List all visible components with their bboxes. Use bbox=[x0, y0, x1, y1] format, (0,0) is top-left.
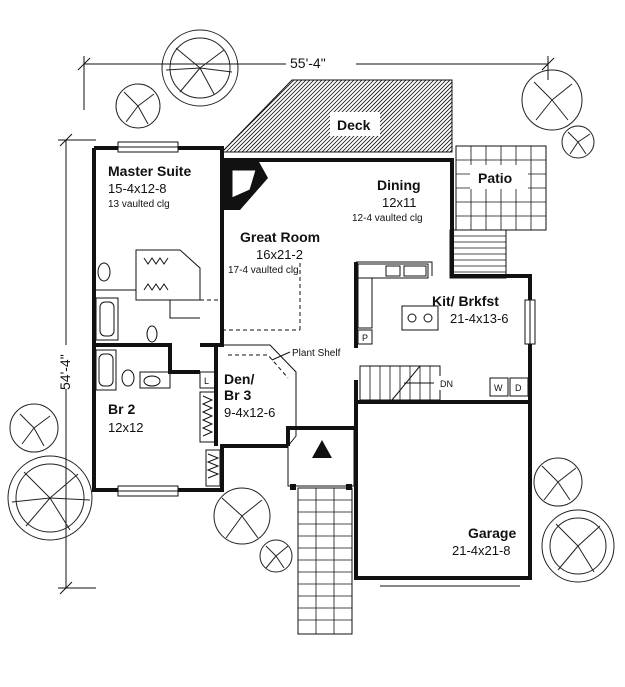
fireplace bbox=[222, 160, 268, 210]
master-suite-size: 15-4x12-8 bbox=[108, 181, 167, 196]
br2-size: 12x12 bbox=[108, 420, 143, 435]
dining-size: 12x11 bbox=[382, 195, 416, 210]
room-kitchen: Kit/ Brkfst 21-4x13-6 bbox=[432, 293, 509, 326]
depth-dimension: 54'-4" bbox=[52, 133, 96, 595]
room-garage: Garage 21-4x21-8 bbox=[452, 525, 516, 558]
br2-name: Br 2 bbox=[108, 401, 135, 417]
dining-name: Dining bbox=[377, 177, 421, 193]
room-br2: Br 2 12x12 bbox=[108, 401, 143, 435]
room-great-room: Great Room 16x21-2 17-4 vaulted clg bbox=[228, 229, 320, 276]
stairs: DN bbox=[359, 365, 461, 401]
linen-label: L bbox=[204, 376, 209, 386]
patio-label: Patio bbox=[478, 170, 512, 186]
entry bbox=[287, 427, 355, 490]
garage-door bbox=[380, 577, 520, 587]
garage-name: Garage bbox=[468, 525, 516, 541]
laundry: W D bbox=[489, 377, 529, 397]
deck-label: Deck bbox=[337, 117, 371, 133]
pantry-label: P bbox=[362, 333, 368, 343]
walkway bbox=[297, 487, 353, 635]
den-name-line1: Den/ bbox=[224, 371, 254, 387]
master-suite-name: Master Suite bbox=[108, 163, 191, 179]
washer-label: W bbox=[494, 383, 503, 393]
bath-fixtures bbox=[95, 257, 171, 391]
dryer-label: D bbox=[515, 383, 522, 393]
tree-top-left-icon bbox=[161, 29, 239, 107]
great-room-note: 17-4 vaulted clg bbox=[228, 265, 299, 276]
den-size: 9-4x12-6 bbox=[224, 405, 275, 420]
great-room-size: 16x21-2 bbox=[256, 247, 303, 262]
tree-left-icon bbox=[9, 403, 59, 453]
tree-front-icon bbox=[213, 487, 293, 573]
plant-shelf-leader: Plant Shelf bbox=[271, 348, 341, 361]
room-master-suite: Master Suite 15-4x12-8 13 vaulted clg bbox=[108, 163, 191, 210]
room-dining: Dining 12x11 12-4 vaulted clg bbox=[352, 177, 423, 224]
garage-size: 21-4x21-8 bbox=[452, 543, 511, 558]
kitchen-size: 21-4x13-6 bbox=[450, 311, 509, 326]
overall-width-label: 55'-4" bbox=[290, 55, 326, 71]
room-den: Den/ Br 3 9-4x12-6 bbox=[224, 371, 275, 420]
entry-arrow-icon bbox=[312, 440, 332, 458]
kitchen-fixtures: P bbox=[357, 263, 439, 345]
den-name-line2: Br 3 bbox=[224, 387, 251, 403]
tree-bottom-left-icon bbox=[7, 455, 93, 541]
overall-depth-label: 54'-4" bbox=[57, 354, 73, 390]
dining-note: 12-4 vaulted clg bbox=[352, 213, 423, 224]
hall-closets: L bbox=[199, 371, 221, 487]
plant-shelf-label: Plant Shelf bbox=[292, 348, 341, 359]
patio: Patio bbox=[449, 145, 547, 279]
exterior-walls bbox=[92, 141, 536, 580]
great-room-name: Great Room bbox=[240, 229, 320, 245]
master-suite-note: 13 vaulted clg bbox=[108, 199, 170, 210]
tree-right-icon bbox=[533, 457, 615, 583]
stairs-down-label: DN bbox=[440, 379, 453, 389]
tree-top-right-icon bbox=[521, 69, 595, 159]
kitchen-name: Kit/ Brkfst bbox=[432, 293, 499, 309]
width-dimension: 55'-4" bbox=[77, 54, 555, 110]
tree-left-small-icon bbox=[115, 83, 161, 129]
